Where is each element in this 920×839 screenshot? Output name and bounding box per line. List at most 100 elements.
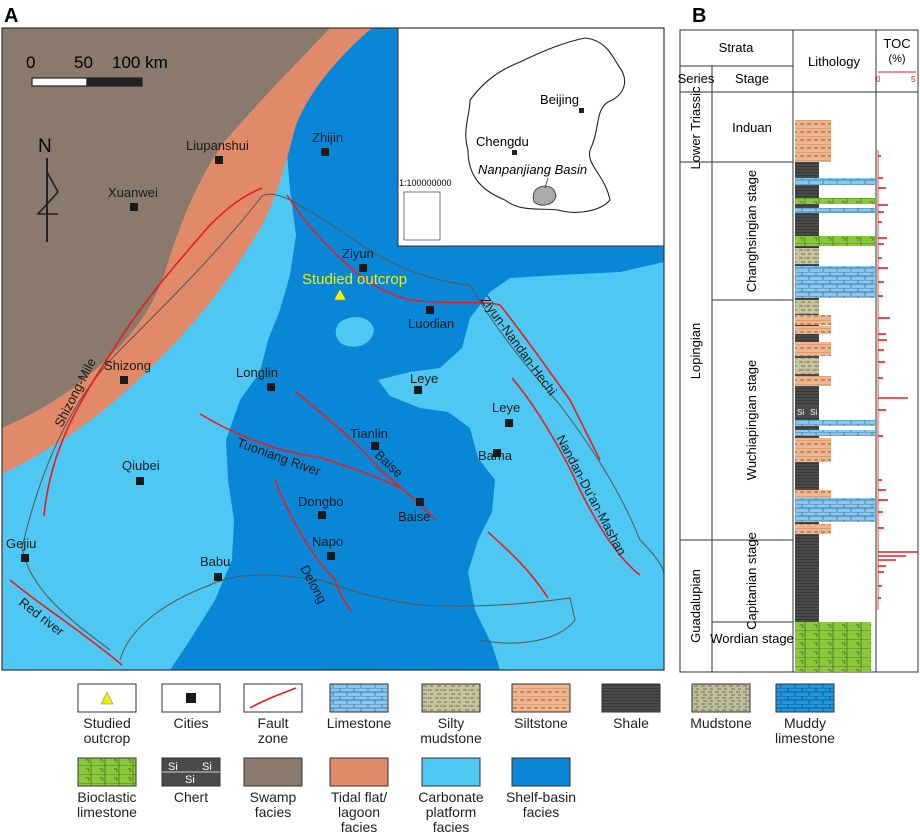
legend-fault-icon [249, 687, 297, 709]
city-label-dongbo: Dongbo [298, 494, 344, 509]
toc-curve [877, 150, 918, 610]
city-label-leye: Leye [492, 400, 520, 415]
bed-siltstone [795, 524, 831, 534]
legend-swatch [421, 683, 481, 713]
north-arrow-icon: N [36, 136, 59, 242]
lithology-header: Lithology [808, 54, 861, 69]
legend-swatch [691, 683, 751, 713]
toc-unit: (%) [888, 53, 905, 65]
bed-siltstone [795, 315, 831, 325]
bed-siltstone [795, 438, 831, 462]
city-marker [426, 306, 434, 314]
legend-label: Silty [438, 715, 464, 731]
city-label-liupanshui: Liupanshui [186, 138, 249, 153]
legend-label: limestone [775, 730, 835, 746]
legend-label: Bioclastic [77, 789, 136, 805]
stage-induan: Induan [732, 120, 772, 135]
legend-label: Carbonate [418, 789, 484, 805]
scale-tick-100: 100 km [112, 53, 168, 72]
city-marker [214, 573, 222, 581]
bed-limestone [795, 266, 875, 272]
bed-limestone [795, 498, 875, 522]
city-label-ziyun: Ziyun [342, 246, 374, 261]
fault-lines [9, 187, 641, 666]
fault-line-tuoniang-river [199, 413, 401, 489]
studied-outcrop-marker [333, 288, 347, 301]
bed-limestone [795, 208, 875, 213]
chengdu-marker [512, 150, 517, 155]
strata-header: Strata [719, 40, 754, 55]
legend-label: facies [341, 819, 378, 835]
lithology-beds: Si Si [795, 120, 875, 672]
legend-swatch [511, 683, 571, 713]
inset-beijing: Beijing [540, 92, 579, 107]
bed-limestone-thick [795, 272, 875, 298]
panel-b-label: B [692, 5, 706, 27]
shelf-basin-facies-area [170, 28, 664, 670]
city-marker [371, 442, 379, 450]
fault-line-nandan-duan-mashan [511, 377, 641, 576]
legend-label: Cities [173, 715, 208, 731]
scale-tick-50: 50 [74, 53, 93, 72]
chert-mark: Si [797, 408, 804, 417]
legend-triangle-icon [100, 691, 114, 705]
bed-siltstone-induan [795, 120, 831, 162]
city-marker [416, 498, 424, 506]
legend-swatch [329, 683, 389, 713]
bed-siltstone [795, 326, 831, 334]
bed-siltstone [795, 376, 831, 386]
legend-item-mudstone: Mudstone [690, 683, 752, 731]
city-label-gejiu: Gejiu [6, 536, 36, 551]
legend-swatch [601, 683, 661, 713]
legend-label: facies [523, 804, 560, 820]
bed-bioclastic-wordian [795, 622, 871, 672]
legend-label: facies [255, 804, 292, 820]
city-label-xuanwei: Xuanwei [108, 185, 158, 200]
bed-silty-mudstone [795, 358, 819, 374]
legend-label: zone [258, 730, 289, 746]
legend-label: Chert [174, 789, 208, 805]
city-marker [321, 148, 329, 156]
bed-siltstone [795, 490, 831, 498]
city-label-longlin: Longlin [236, 365, 278, 380]
map-frame [1, 27, 665, 671]
facies-map: LiupanshuiZhijinXuanweiZiyunLuodianShizo… [2, 28, 664, 670]
city-label-shizong: Shizong [104, 358, 151, 373]
series-guadalupian: Guadalupian [688, 569, 703, 643]
bed-chert [795, 404, 819, 418]
scale-bar: 0 50 100 km [26, 53, 168, 87]
scale-segment-dark [86, 77, 143, 87]
legend-label: lagoon [338, 804, 380, 820]
stage-wordian: Wordian stage [710, 631, 794, 646]
city-label-zhijin: Zhijin [312, 130, 343, 145]
city-marker [414, 386, 422, 394]
nanpanjiang-basin-shape [532, 185, 557, 206]
bed-limestone [795, 420, 875, 426]
legend-label: Tidal flat/ [331, 789, 387, 805]
bed-bioclastic [795, 198, 875, 204]
legend-chert-mark: Si [168, 761, 178, 773]
fault-line-southeast [487, 531, 549, 599]
legend-item-cities: Cities [161, 683, 221, 731]
city-marker [120, 376, 128, 384]
swamp-facies-area [2, 28, 330, 428]
studied-outcrop-label: Studied outcrop [302, 271, 407, 288]
city-label-bama: Bama [478, 448, 513, 463]
fault-line-ziyun-nandan-hechi [286, 194, 601, 461]
north-label: N [38, 136, 52, 157]
series-lower-triassic: Lower Triassic [688, 86, 703, 170]
legend-square-icon [186, 693, 196, 703]
bed-bioclastic [795, 236, 875, 246]
legend-label: Limestone [327, 715, 392, 731]
stage-capitanian: Capitanian stage [744, 532, 759, 630]
legend-swatch [329, 757, 389, 787]
city-label-babu: Babu [200, 554, 230, 569]
legend-label: Siltstone [514, 715, 568, 731]
legend-chert-mark: Si [202, 761, 212, 773]
